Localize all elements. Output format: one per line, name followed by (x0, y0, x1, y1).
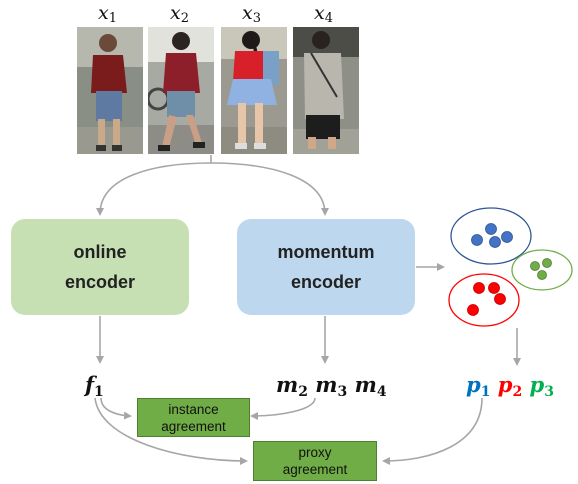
red-cluster (448, 273, 520, 327)
arrow-to-momentum-encoder (210, 162, 329, 216)
instance-agreement-box: instance agreement (137, 398, 250, 437)
red-point (494, 293, 506, 305)
person-image-x2 (148, 27, 214, 154)
proxy-agreement-box: proxy agreement (253, 441, 377, 481)
instance-agreement-line2: agreement (161, 418, 226, 434)
momentum-feature-m3: m3 (315, 372, 348, 400)
person-image-x4 (293, 27, 359, 154)
proxy-p2: p2 (497, 372, 523, 400)
proxy-agreement-line1: proxy (298, 445, 332, 460)
online-encoder-label-line2: encoder (64, 272, 136, 292)
momentum-encoder-label-line1: momentum (277, 242, 375, 262)
red-point (473, 282, 485, 294)
proxy-agreement-line2: agreement (282, 462, 348, 477)
green-point (542, 258, 552, 268)
proxy-p3: p3 (529, 372, 554, 400)
green-cluster (511, 249, 573, 291)
input-label-x2: x2 (170, 2, 189, 26)
red-point (488, 282, 500, 294)
blue-point (501, 231, 513, 243)
online-encoder-label-line1: online (73, 242, 127, 262)
online-encoder-box: online encoder (11, 219, 189, 315)
person-image-x1 (77, 27, 143, 154)
blue-point (489, 236, 501, 248)
arrow-p-to-proxy (382, 397, 483, 465)
person-image-x3 (221, 27, 287, 154)
arrow-m-to-instance (250, 397, 316, 420)
momentum-features: m2 m3 m4 (276, 372, 387, 400)
proxy-p1: p1 (466, 372, 491, 400)
input-label-x1: x1 (98, 2, 117, 26)
red-point (467, 304, 479, 316)
momentum-encoder-box: momentum encoder (237, 219, 415, 315)
momentum-feature-m4: m4 (354, 372, 387, 400)
arrow-to-online-encoder (96, 162, 212, 216)
arrow-f-to-instance (100, 397, 132, 420)
arrow-f-to-proxy (94, 397, 248, 465)
input-label-x4: x4 (314, 2, 333, 26)
input-label-x3: x3 (242, 2, 261, 26)
blue-point (471, 234, 483, 246)
instance-agreement-line1: instance (168, 401, 219, 417)
blue-cluster (450, 207, 532, 265)
momentum-feature-m2: m2 (276, 372, 308, 400)
green-point (530, 261, 540, 271)
momentum-encoder-label-line2: encoder (290, 272, 361, 292)
cluster-diagram (448, 207, 573, 327)
proxy-labels: p1 p2 p3 (466, 372, 554, 400)
blue-point (485, 223, 497, 235)
green-point (537, 270, 547, 280)
online-feature-f1: f1 (85, 372, 104, 400)
